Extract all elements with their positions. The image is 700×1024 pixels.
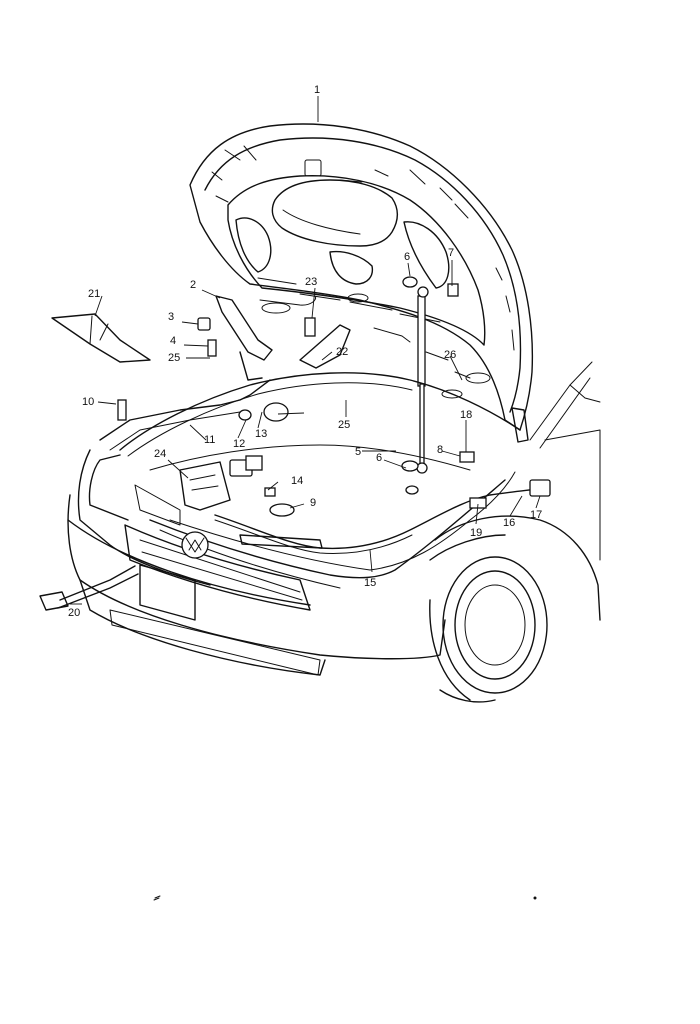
small-fasteners	[197, 276, 551, 509]
hood-support-rod	[39, 565, 139, 611]
callout-3: 3	[168, 311, 174, 323]
leader-lines	[70, 96, 541, 605]
hood-gas-strut	[416, 286, 429, 474]
callouts: 1 2 3 4 25 21 10 11 12 13 22 23 25 24 14…	[68, 84, 542, 619]
callout-26: 26	[444, 349, 456, 361]
callout-14: 14	[291, 475, 303, 487]
callout-22: 22	[336, 346, 348, 358]
callout-25-left: 25	[168, 352, 180, 364]
hood-latch	[179, 459, 253, 511]
callout-20: 20	[68, 607, 80, 619]
hood-release-cable	[214, 487, 546, 554]
callout-2: 2	[190, 279, 196, 291]
hood-panel	[189, 123, 534, 443]
callout-24: 24	[154, 448, 166, 460]
callout-10: 10	[82, 396, 94, 408]
callout-11: 11	[204, 434, 215, 446]
callout-13: 13	[255, 428, 267, 440]
car-front-body	[67, 361, 601, 703]
callout-6-upper: 6	[404, 251, 410, 263]
callout-8: 8	[437, 444, 443, 456]
callout-15: 15	[364, 577, 376, 589]
callout-1: 1	[314, 84, 320, 96]
hood-hinge-left	[215, 295, 273, 381]
sealing-strip	[51, 313, 151, 363]
callout-18: 18	[460, 409, 472, 421]
scan-mark	[153, 895, 161, 901]
lock-carrier-bracket	[99, 379, 271, 451]
callout-21: 21	[88, 288, 100, 300]
callout-23: 23	[305, 276, 317, 288]
callout-7: 7	[448, 247, 454, 259]
callout-19: 19	[470, 527, 482, 539]
callout-16: 16	[503, 517, 515, 529]
rubber-buffer	[263, 402, 295, 517]
callout-9: 9	[310, 497, 316, 509]
scan-dot	[533, 896, 537, 900]
callout-17: 17	[530, 509, 542, 521]
callout-4: 4	[170, 335, 176, 347]
callout-6-lower: 6	[376, 452, 382, 464]
callout-12: 12	[233, 438, 245, 450]
seal-cover-right	[299, 324, 351, 369]
callout-25-center: 25	[338, 419, 350, 431]
callout-5: 5	[355, 446, 361, 458]
